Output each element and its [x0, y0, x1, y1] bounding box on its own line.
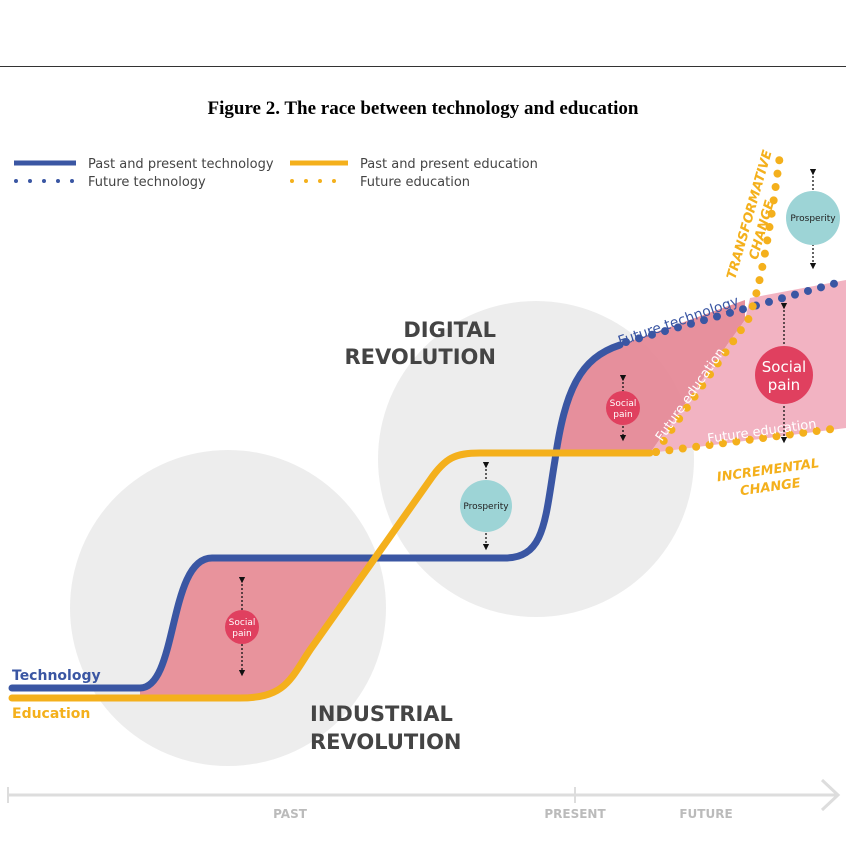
bubble-text: Prosperity	[790, 214, 836, 224]
time-axis: PAST PRESENT FUTURE	[7, 778, 841, 821]
social-pain-gap-future	[650, 280, 846, 453]
education-label: Education	[12, 706, 90, 722]
prosperity-bubble-digital: Prosperity	[460, 480, 512, 532]
legend-past-edu: Past and present education	[360, 157, 538, 172]
bubble-text: pain	[768, 376, 800, 394]
prosperity-bubble-future: Prosperity	[786, 191, 840, 245]
technology-label: Technology	[12, 668, 101, 684]
social-pain-gap-digital	[560, 300, 745, 453]
incremental-change-label: INCREMENTAL CHANGE	[716, 456, 820, 499]
digital-title-1: DIGITAL	[403, 318, 496, 342]
industrial-title-1: INDUSTRIAL	[310, 702, 453, 726]
transformative-change-label: TRANSFORMATIVE CHANGE	[724, 149, 778, 282]
axis-future: FUTURE	[679, 807, 732, 821]
education-line	[8, 449, 654, 702]
top-rule	[0, 66, 846, 67]
bubble-text: Prosperity	[463, 502, 509, 512]
future-technology-dots	[622, 278, 844, 346]
bubble-text: pain	[613, 410, 632, 420]
digital-title-2: REVOLUTION	[344, 345, 496, 369]
industrial-title-2: REVOLUTION	[310, 730, 462, 754]
bubble-text: Social	[610, 399, 637, 409]
legend-future-edu: Future education	[360, 175, 470, 190]
social-pain-bubble-digital: Social pain	[606, 391, 640, 425]
figure-title: Figure 2. The race between technology an…	[207, 98, 639, 119]
future-education-incremental-dots	[652, 424, 844, 456]
axis-present: PRESENT	[544, 807, 606, 821]
legend-future-tech: Future technology	[88, 175, 206, 190]
legend-past-tech: Past and present technology	[88, 157, 274, 172]
technology-line	[8, 341, 624, 692]
social-pain-bubble-future: Social pain	[755, 346, 813, 404]
bubble-text: pain	[232, 629, 251, 639]
bubble-text: Social	[229, 618, 256, 628]
bubble-text: Social	[762, 358, 806, 376]
axis-past: PAST	[273, 807, 308, 821]
social-pain-bubble-industrial: Social pain	[225, 610, 259, 644]
